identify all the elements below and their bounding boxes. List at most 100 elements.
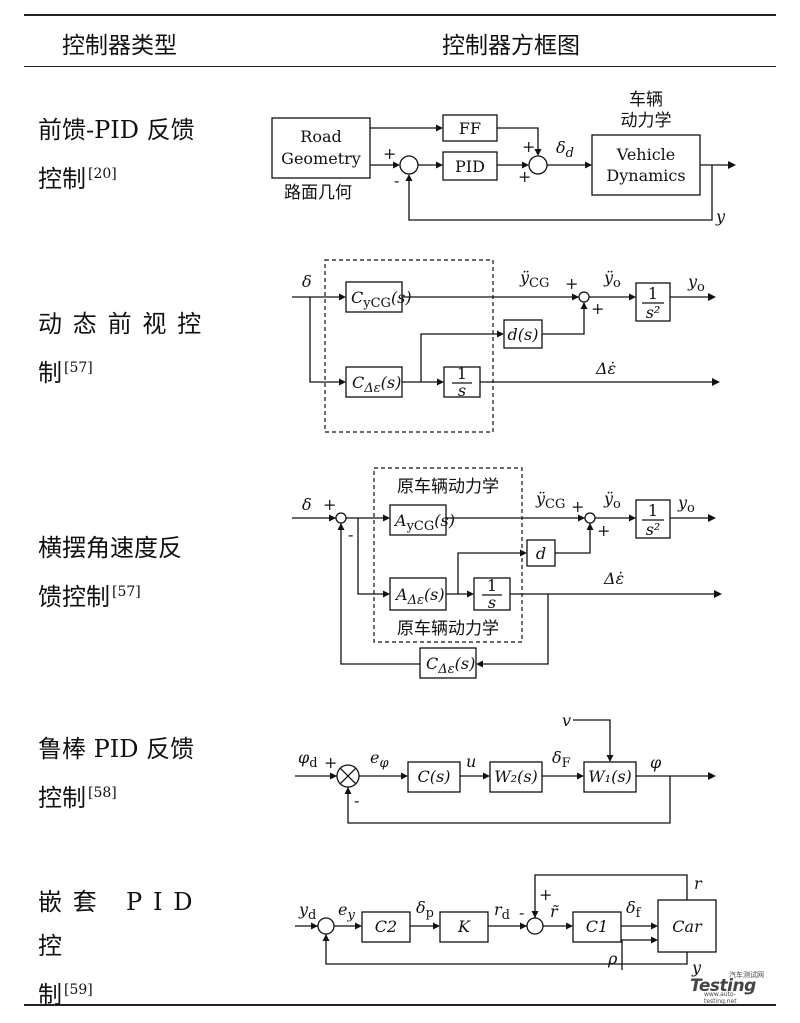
vehicle-label-l1: Vehicle xyxy=(616,145,676,164)
citation-ref: [58] xyxy=(88,785,117,801)
a-ycg-block xyxy=(389,504,447,536)
y-d-input: yd xyxy=(298,900,316,923)
inner-sum-minus: - xyxy=(519,903,524,922)
outer-sum-junction xyxy=(317,917,335,935)
row-label-lookahead: 动态前视控 制[57] xyxy=(38,302,216,395)
c-s-label: C(s) xyxy=(418,767,451,786)
inner-sum-plus: + xyxy=(539,885,552,904)
integrator-den: s xyxy=(458,381,466,400)
integrator-num: 1 xyxy=(487,576,497,595)
c-feedback-label: CΔε(s) xyxy=(426,654,475,677)
k-label: K xyxy=(457,917,471,936)
sum-junction xyxy=(578,291,590,303)
row-label-line1: 鲁棒 PID 反馈 xyxy=(38,735,195,763)
d-label: d xyxy=(536,544,546,563)
w1-label: W₁(s) xyxy=(588,767,632,786)
sum-junction-1 xyxy=(399,155,419,175)
c-feedback-block xyxy=(419,647,477,679)
top-rule xyxy=(24,14,776,16)
sum1-plus: + xyxy=(383,144,396,163)
inner-sum-junction xyxy=(526,917,544,935)
input-sum-plus: + xyxy=(323,495,336,514)
pid-block xyxy=(442,151,498,181)
phi-output: φ xyxy=(650,753,662,772)
ycg-signal: ÿCG xyxy=(519,268,549,291)
dashed-vehicle-boundary xyxy=(324,259,494,433)
watermark-text: Testing xyxy=(690,976,756,996)
road-geometry-block xyxy=(271,117,371,179)
sum1-minus: - xyxy=(394,171,399,190)
watermark-url: www.auto-testing.net xyxy=(704,991,737,1005)
double-integrator-den: s² xyxy=(646,303,661,322)
row-label-nested-pid: 嵌套 PID 控 制[59] xyxy=(38,880,216,1017)
row-label-line2: 制[57] xyxy=(38,359,93,387)
double-integrator-num: 1 xyxy=(648,501,658,520)
c2-label: C2 xyxy=(375,917,397,936)
row-label-line2: 控制[20] xyxy=(38,165,117,193)
k-block xyxy=(439,911,489,943)
y-output: y xyxy=(691,958,702,977)
row-label-line1: 前馈-PID 反馈 xyxy=(38,116,195,144)
de-dot-output: Δε̇ xyxy=(595,359,616,378)
delta-input: δ xyxy=(302,272,312,291)
c2-block xyxy=(361,911,411,943)
double-integrator-block xyxy=(635,499,671,539)
w2-block xyxy=(489,761,543,793)
sum-plus-right: + xyxy=(591,299,604,318)
c-ycg-label: CyCG(s) xyxy=(351,288,412,311)
row-label-line2: 馈控制[57] xyxy=(38,583,141,611)
c-de-label: CΔε(s) xyxy=(352,373,401,396)
e-phi-signal: eφ xyxy=(370,748,389,771)
a-ycg-label: AyCG(s) xyxy=(393,511,455,534)
car-block xyxy=(657,899,717,953)
c1-label: C1 xyxy=(586,917,608,936)
e-y-signal: ey xyxy=(338,900,355,923)
c-s-block xyxy=(407,761,461,793)
citation-ref: [57] xyxy=(64,360,93,376)
orig-vehicle-label-top: 原车辆动力学 xyxy=(397,477,499,497)
ff-label: FF xyxy=(459,119,481,138)
watermark-logo: 汽车测试网 Testing www.auto-testing.net xyxy=(690,971,768,1005)
integrator-den: s xyxy=(488,593,496,612)
sum-junction-2 xyxy=(528,155,548,175)
citation-ref: [59] xyxy=(64,982,93,998)
sum-plus-top: + xyxy=(571,497,584,516)
diagram-lookahead: CyCG(s) CΔε(s) 1 s d(s) 1 s² δ ÿCG ÿo yo… xyxy=(292,259,720,433)
road-label-l1: Road xyxy=(300,127,341,146)
v-disturbance: v xyxy=(562,711,571,730)
car-label: Car xyxy=(672,917,703,936)
a-de-block xyxy=(389,577,447,611)
input-sum-minus: - xyxy=(348,525,353,544)
r-tilde-signal: r̃ xyxy=(550,902,559,921)
integrator-block xyxy=(443,366,481,398)
road-label-l2: Geometry xyxy=(281,149,361,168)
watermark-cn: 汽车测试网 xyxy=(729,971,764,979)
bottom-rule xyxy=(24,1004,776,1006)
yo-output: yo xyxy=(677,493,695,516)
row-label-robust-pid: 鲁棒 PID 反馈 控制[58] xyxy=(38,727,216,820)
orig-vehicle-label-bottom: 原车辆动力学 xyxy=(397,619,499,639)
rho-disturbance: ρ xyxy=(607,949,618,968)
diagram-nested-pid: C2 K C1 Car yd ey δp rd - + r̃ δf r ρ y xyxy=(295,874,717,977)
header-block-diagram: 控制器方框图 xyxy=(442,33,580,59)
input-sum-junction xyxy=(335,512,347,524)
yo-dd-signal: ÿo xyxy=(603,489,621,512)
c1-block xyxy=(572,911,622,943)
row-label-line1: 动态前视控 xyxy=(38,310,212,338)
row-label-line1: 嵌套 PID 控 xyxy=(38,888,204,960)
delta-input: δ xyxy=(302,495,312,514)
u-signal: u xyxy=(466,752,476,771)
row-label-yaw-rate: 横摆角速度反 馈控制[57] xyxy=(38,526,216,619)
vehicle-label-l2: Dynamics xyxy=(606,166,685,185)
c-ycg-block xyxy=(345,281,403,313)
vehicle-label-cn-l2: 动力学 xyxy=(621,111,672,131)
vehicle-label-cn-l1: 车辆 xyxy=(629,90,663,110)
sum-minus: - xyxy=(354,791,359,810)
row-label-line2: 制[59] xyxy=(38,981,93,1009)
w2-label: W₂(s) xyxy=(494,767,538,786)
delta-d-signal: δd xyxy=(556,138,574,161)
r-d-signal: rd xyxy=(494,900,510,923)
yo-output: yo xyxy=(687,272,705,295)
row-label-line1: 横摆角速度反 xyxy=(38,534,182,562)
phi-d-input: φd xyxy=(298,748,318,771)
